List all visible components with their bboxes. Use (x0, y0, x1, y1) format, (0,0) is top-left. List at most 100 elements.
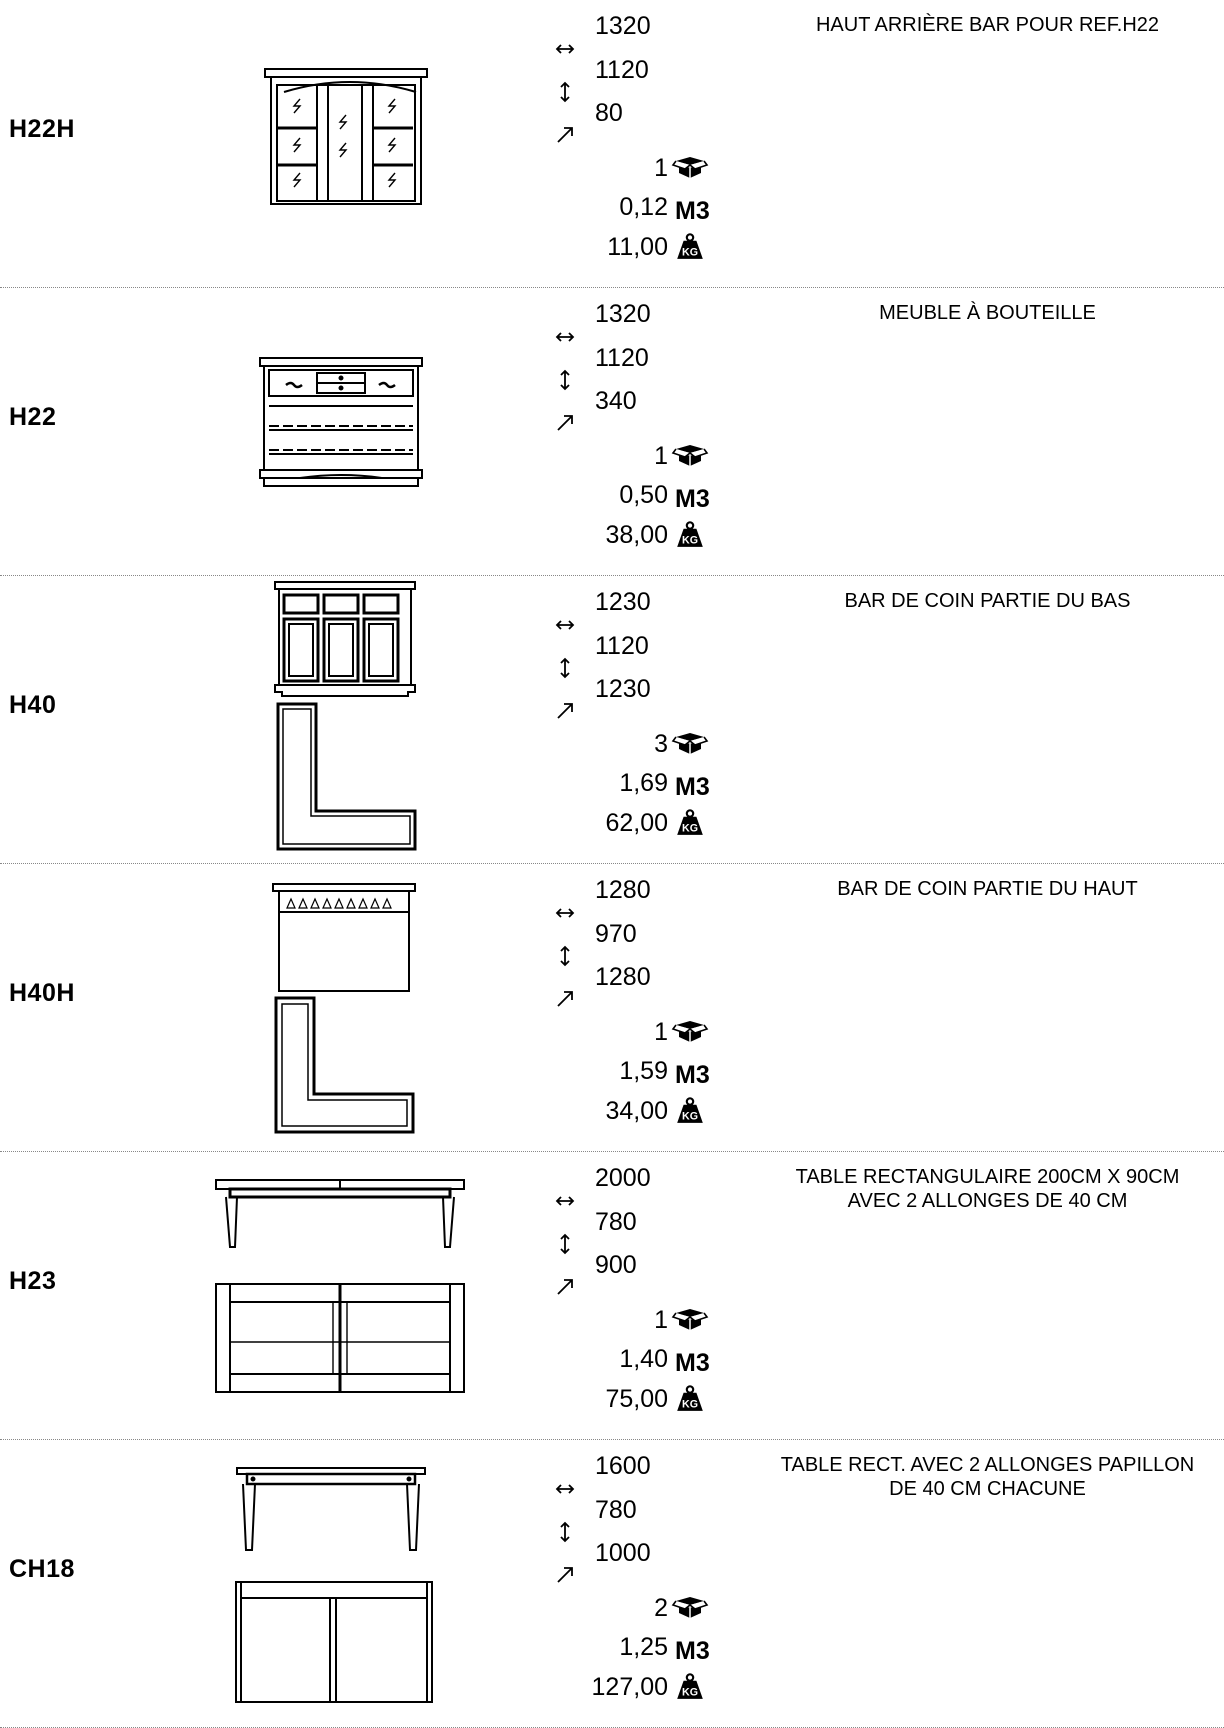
weight-kg-icon: KG (677, 233, 703, 259)
package-count: 3 (553, 729, 733, 759)
package-box-icon (671, 445, 709, 466)
package-count: 2 (553, 1593, 733, 1623)
product-drawing (200, 288, 500, 576)
dimension-height: 1120 (595, 632, 649, 660)
product-description: TABLE RECT. AVEC 2 ALLONGES PAPILLON DE … (780, 1454, 1195, 1501)
weight-kg-icon: KG (677, 1673, 703, 1699)
svg-text:KG: KG (682, 247, 698, 259)
dimension-depth: 900 (595, 1251, 637, 1279)
product-drawing (200, 1440, 500, 1728)
weight-kg-icon: KG (677, 521, 703, 547)
product-description: BAR DE COIN PARTIE DU BAS (844, 590, 1131, 612)
package-count-value: 2 (654, 1594, 668, 1622)
diagonal-arrow-icon (557, 991, 573, 1007)
package-count-value: 1 (654, 1306, 668, 1334)
vertical-arrows-icon (560, 657, 570, 679)
horizontal-arrows-icon (555, 44, 575, 54)
dimension-width: 1320 (595, 300, 651, 328)
package-count: 1 (553, 1017, 733, 1047)
svg-text:KG: KG (682, 1111, 698, 1123)
dimensions: 1600 780 1000 (553, 1440, 733, 1728)
product-description: MEUBLE À BOUTEILLE (879, 302, 1096, 324)
weight-kg-icon: KG (677, 1385, 703, 1411)
package-box-icon (671, 733, 709, 754)
svg-text:KG: KG (682, 1399, 698, 1411)
weight-value: 11,00 (607, 233, 668, 261)
package-count-value: 1 (654, 442, 668, 470)
horizontal-arrows-icon (555, 620, 575, 630)
volume-unit: M3 (675, 1349, 710, 1377)
dimension-width: 1280 (595, 876, 651, 904)
product-code: CH18 (9, 1555, 75, 1583)
product-code: H23 (9, 1267, 57, 1295)
product-drawing (200, 864, 500, 1152)
product-code: H22 (9, 403, 57, 431)
dimension-height: 780 (595, 1496, 637, 1524)
weight-value: 75,00 (605, 1385, 668, 1413)
dimension-width: 1600 (595, 1452, 651, 1480)
product-code: H40 (9, 691, 57, 719)
product-description: HAUT ARRIÈRE BAR POUR REF.H22 (815, 14, 1160, 36)
vertical-arrows-icon (560, 369, 570, 391)
product-code: H40H (9, 979, 75, 1007)
corner-bar-lower-drawing (274, 581, 417, 851)
bottle-cabinet-drawing (259, 357, 423, 487)
corner-bar-upper-drawing (272, 883, 416, 1134)
svg-text:KG: KG (682, 1687, 698, 1699)
weight-value: 38,00 (605, 521, 668, 549)
package-count-value: 1 (654, 1018, 668, 1046)
weight-value: 62,00 (605, 809, 668, 837)
dimension-depth: 1000 (595, 1539, 651, 1567)
package-box-icon (671, 157, 709, 178)
package-count: 1 (553, 441, 733, 471)
volume-value: 0,12 (619, 193, 668, 221)
product-description: BAR DE COIN PARTIE DU HAUT (837, 878, 1138, 900)
vertical-arrows-icon (560, 1521, 570, 1543)
dimension-depth: 1230 (595, 675, 651, 703)
svg-text:KG: KG (682, 535, 698, 547)
volume-value: 1,40 (619, 1345, 668, 1373)
butterfly-table-drawing (235, 1467, 433, 1703)
diagonal-arrow-icon (557, 1567, 573, 1583)
dimension-width: 1320 (595, 12, 651, 40)
horizontal-arrows-icon (555, 908, 575, 918)
package-box-icon (671, 1021, 709, 1042)
weight-kg-icon: KG (677, 1097, 703, 1123)
horizontal-arrows-icon (555, 1484, 575, 1494)
vertical-arrows-icon (560, 1233, 570, 1255)
svg-text:KG: KG (682, 823, 698, 835)
dimension-height: 780 (595, 1208, 637, 1236)
dimension-depth: 1280 (595, 963, 651, 991)
volume-unit: M3 (675, 197, 710, 225)
package-count-value: 1 (654, 154, 668, 182)
product-code: H22H (9, 115, 75, 143)
package-box-icon (671, 1309, 709, 1330)
volume-unit: M3 (675, 485, 710, 513)
volume-value: 1,69 (619, 769, 668, 797)
diagonal-arrow-icon (557, 1279, 573, 1295)
volume-value: 0,50 (619, 481, 668, 509)
volume-unit: M3 (675, 1637, 710, 1665)
volume-unit: M3 (675, 1061, 710, 1089)
diagonal-arrow-icon (557, 127, 573, 143)
weight-kg-icon: KG (677, 809, 703, 835)
weight-value: 34,00 (605, 1097, 668, 1125)
package-box-icon (671, 1597, 709, 1618)
dimension-height: 1120 (595, 344, 649, 372)
